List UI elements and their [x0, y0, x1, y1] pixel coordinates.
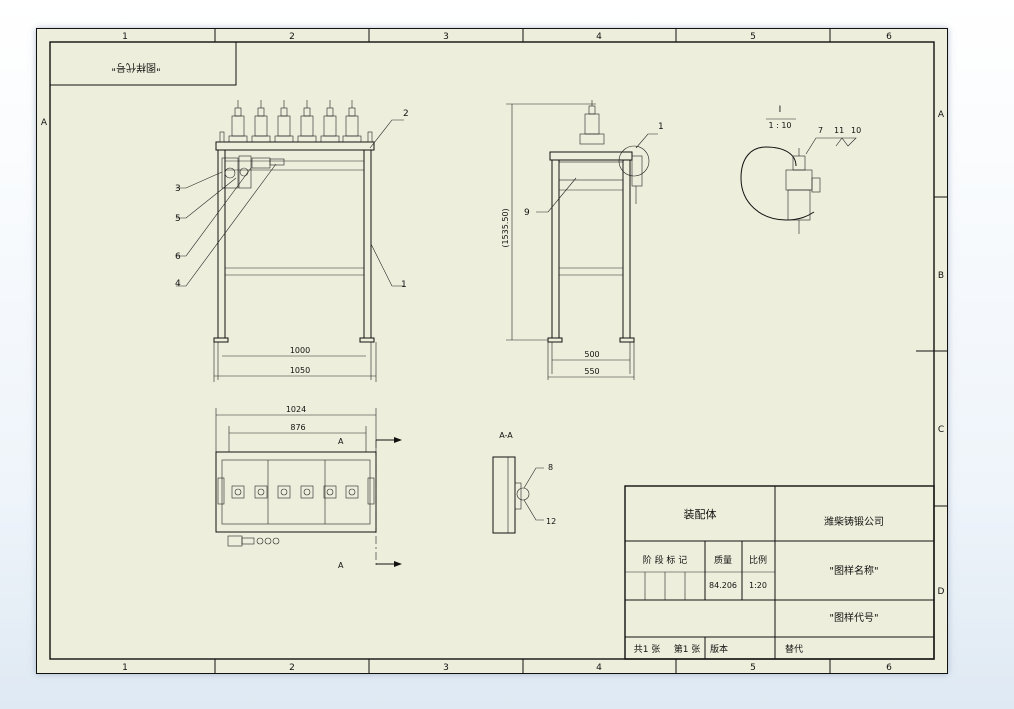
balloon-8: 8: [548, 463, 553, 472]
detail-scale: 1 : 10: [768, 121, 791, 130]
title-sheets-total: 共1 张: [634, 644, 661, 655]
balloon-3: 3: [175, 184, 181, 194]
title-scale-label: 比例: [749, 554, 767, 566]
section-mark-bottom: A: [338, 561, 344, 570]
balloon-5: 5: [175, 214, 181, 224]
drawing-sheet: 1 2 3 4 5 6 1 2 3 4 5 6 A A B C D "图样代号": [36, 28, 948, 674]
balloon-4: 4: [175, 279, 181, 289]
balloon-2: 2: [403, 109, 409, 119]
top-fixtures: [231, 485, 359, 499]
title-scale-value: 1:20: [749, 581, 767, 590]
title-company: 潍柴铸锻公司: [824, 515, 884, 528]
balloon-12: 12: [546, 517, 556, 526]
title-sheet-no: 第1 张: [674, 643, 701, 655]
border-frame: [36, 28, 948, 674]
col-label-top-6: 6: [886, 32, 892, 42]
col-label-bottom-4: 4: [596, 663, 602, 673]
title-mass-label: 质量: [714, 554, 732, 566]
title-drawing-code: "图样代号": [829, 611, 878, 624]
balloon-11: 11: [834, 126, 844, 135]
col-label-bottom-3: 3: [443, 663, 449, 673]
title-block: [624, 485, 935, 660]
title-replace: 替代: [785, 643, 803, 655]
row-label-right-d: D: [938, 587, 945, 597]
dim-front-inner: 1000: [290, 346, 310, 355]
section-view: [492, 456, 544, 534]
section-title: A-A: [499, 431, 513, 440]
detail-label: I: [779, 105, 782, 115]
dim-top-inner: 876: [290, 423, 305, 432]
section-mark-top: A: [338, 437, 344, 446]
title-drawing-name: "图样名称": [829, 564, 878, 577]
row-label-right-c: C: [938, 425, 944, 435]
col-label-top-4: 4: [596, 32, 602, 42]
col-label-top-2: 2: [289, 32, 295, 42]
front-leaders: [176, 119, 404, 287]
title-mass-value: 84.206: [709, 581, 737, 590]
col-label-bottom-1: 1: [122, 663, 128, 673]
top-view: [215, 408, 402, 567]
title-stage-label: 阶 段 标 记: [643, 554, 688, 566]
dim-side-inner: 500: [584, 350, 599, 359]
balloon-1-front: 1: [401, 280, 407, 290]
detail-view: [740, 118, 857, 234]
engineering-drawing: 1 2 3 4 5 6 1 2 3 4 5 6 A A B C D "图样代号": [36, 28, 948, 674]
col-label-top-3: 3: [443, 32, 449, 42]
title-name: 装配体: [684, 507, 717, 521]
title-version: 版本: [710, 643, 728, 655]
front-dimensions: [213, 342, 377, 382]
row-label-left-a: A: [41, 118, 48, 128]
col-label-bottom-2: 2: [289, 663, 295, 673]
balloon-6: 6: [175, 252, 181, 262]
dim-front-outer: 1050: [290, 366, 310, 375]
side-view: [506, 100, 658, 380]
corner-code-box: "图样代号": [49, 41, 237, 86]
col-label-top-5: 5: [750, 32, 756, 42]
dim-side-outer: 550: [584, 367, 599, 376]
corner-code-label: "图样代号": [111, 61, 160, 74]
valve-assembly: [221, 155, 285, 189]
fixture-row: [228, 100, 362, 143]
front-view: [176, 100, 404, 382]
row-label-right-a: A: [938, 110, 945, 120]
dim-top-outer: 1024: [286, 405, 306, 414]
col-label-top-1: 1: [122, 32, 128, 42]
col-label-bottom-6: 6: [886, 663, 892, 673]
col-label-bottom-5: 5: [750, 663, 756, 673]
balloon-7: 7: [818, 126, 823, 135]
balloon-1-side: 1: [658, 122, 664, 132]
balloon-10: 10: [851, 126, 861, 135]
row-label-right-b: B: [938, 271, 944, 281]
dim-height: (1535.50): [501, 208, 510, 247]
balloon-9: 9: [524, 208, 530, 218]
